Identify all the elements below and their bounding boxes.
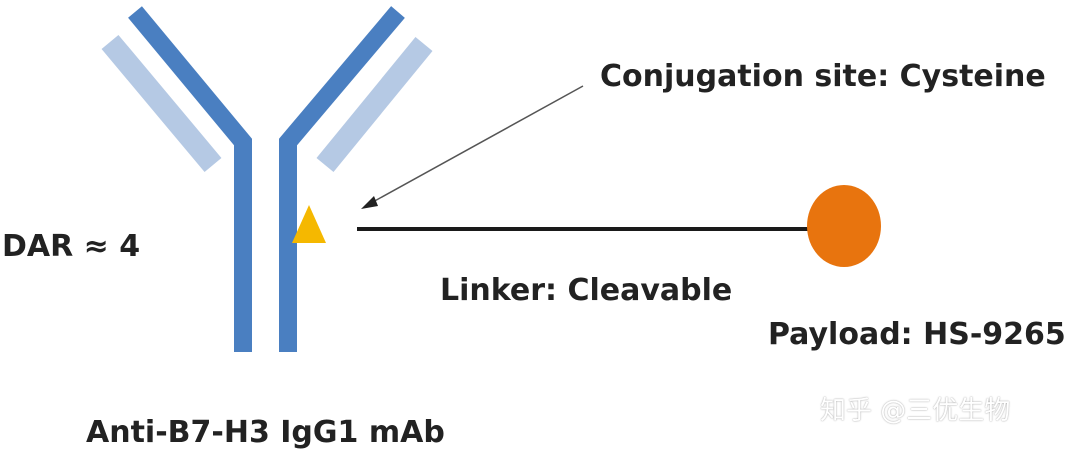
light-chain-right xyxy=(316,37,433,172)
dar-label: DAR ≈ 4 xyxy=(2,229,141,264)
antibody xyxy=(101,6,433,352)
heavy-chain-left xyxy=(128,6,252,352)
payload-circle xyxy=(807,185,881,267)
conjugation-site-marker xyxy=(292,205,326,243)
watermark: 知乎 @三优生物 xyxy=(820,396,1011,426)
conjugation-site-label: Conjugation site: Cysteine xyxy=(600,59,1046,94)
conjugation-arrow xyxy=(370,85,584,204)
light-chain-left xyxy=(101,34,222,173)
conjugation-arrow-head xyxy=(361,196,378,209)
heavy-chain-right xyxy=(279,6,405,352)
linker-label: Linker: Cleavable xyxy=(440,273,733,308)
payload-label: Payload: HS-9265 xyxy=(768,317,1066,352)
antibody-label: Anti-B7-H3 IgG1 mAb xyxy=(86,415,445,450)
